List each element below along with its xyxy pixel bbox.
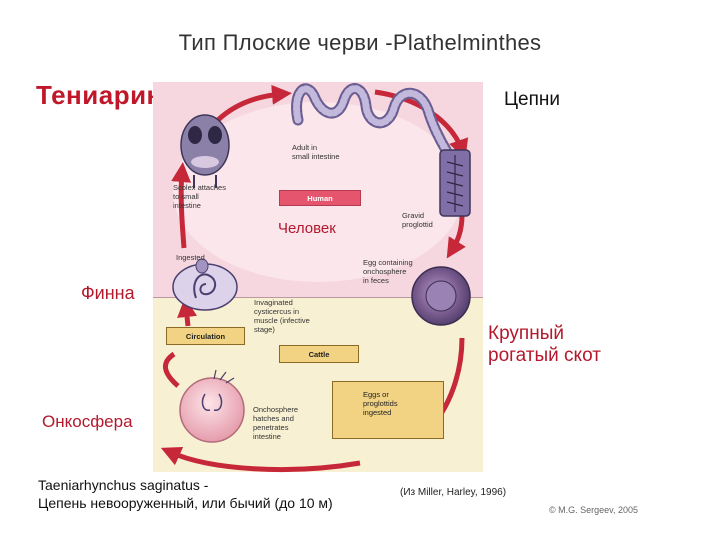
cysticercus-illustration <box>172 258 238 311</box>
cysticercus-label: Invaginated cysticercus in muscle (infec… <box>254 298 310 334</box>
oncosphere-illustration <box>179 369 245 443</box>
circulation-box: Circulation <box>166 327 245 345</box>
species-russian: Цепень невооруженный, или бычий (до 10 м… <box>38 495 333 511</box>
eggs-ingested-box: Eggs or proglottids ingested <box>332 381 444 439</box>
human-host-label: Человек <box>278 220 336 237</box>
slide-title: Тип Плоские черви -Plathelminthes <box>178 30 542 55</box>
arrow-proglottid-to-egg <box>446 214 466 259</box>
cysticercus-label-line: muscle (infective <box>254 316 310 325</box>
scolex-label-line: Scolex attaches <box>173 183 226 192</box>
ingested-label: Ingested <box>176 253 205 262</box>
finna-label: Финна <box>81 283 135 303</box>
arrow-scolex-to-adult <box>216 84 292 122</box>
egg-feces-label: Egg containing onchosphere in feces <box>363 258 413 285</box>
species-caption: Taeniarhynchus saginatus - Цепень невоор… <box>38 476 333 512</box>
eggs-box-line: Eggs or <box>363 390 389 399</box>
cattle-ru-line: рогатый скот <box>488 345 601 366</box>
cysticercus-label-line: cysticercus in <box>254 307 300 316</box>
gravid-label-line: proglottid <box>402 220 433 229</box>
arrow-adult-to-proglottid <box>374 89 469 160</box>
hatch-label-line: hatches and <box>253 414 294 423</box>
eggs-box-line: proglottids <box>363 399 398 408</box>
species-latin: Taeniarhynchus saginatus - <box>38 477 209 493</box>
egg-illustration <box>411 266 471 326</box>
adult-label-line: Adult in <box>292 143 318 152</box>
copyright: © M.G. Sergeev, 2005 <box>549 505 639 515</box>
cysticercus-label-line: Invaginated <box>254 298 293 307</box>
onchosphere-hatch-label: Onchosphere hatches and penetrates intes… <box>253 405 298 441</box>
scolex-illustration <box>180 114 230 188</box>
hatch-label-line: Onchosphere <box>253 405 299 414</box>
cattle-host-box: Cattle <box>279 345 359 363</box>
arrow-ingested-to-scolex <box>171 162 192 249</box>
egg-feces-label-line: onchosphere <box>363 267 407 276</box>
egg-feces-label-line: in feces <box>363 276 389 285</box>
cattle-host-ru-label: Крупный рогатый скот <box>488 323 601 367</box>
eggs-box-line: ingested <box>363 408 392 417</box>
human-host-box: Human <box>279 190 361 206</box>
arrow-hatch-to-oncosphere <box>160 446 361 473</box>
cattle-ru-line: Крупный <box>488 323 564 344</box>
adult-label-line: small intestine <box>292 152 340 161</box>
egg-feces-label-line: Egg containing <box>363 258 413 267</box>
gravid-label-line: Gravid <box>402 211 425 220</box>
oncosphere-label: Онкосфера <box>42 412 133 431</box>
gravid-label: Gravid proglottid <box>402 211 433 229</box>
scolex-label: Scolex attaches to small intestine <box>173 183 226 210</box>
scolex-label-line: to small <box>173 192 199 201</box>
arrow-circulation-to-cyst <box>177 297 197 327</box>
scolex-label-line: intestine <box>173 201 201 210</box>
group-name: Цепни <box>504 89 561 110</box>
cysticercus-label-line: stage) <box>254 325 275 334</box>
arrow-oncosphere-to-circulation <box>163 351 180 388</box>
source-citation: (Из Miller, Harley, 1996) <box>400 487 507 498</box>
gravid-proglottid-illustration <box>439 149 471 217</box>
host-divider <box>153 297 483 298</box>
hatch-label-line: intestine <box>253 432 281 441</box>
adult-tapeworm-illustration <box>291 83 452 156</box>
hatch-label-line: penetrates <box>253 423 289 432</box>
adult-label: Adult in small intestine <box>292 143 340 161</box>
